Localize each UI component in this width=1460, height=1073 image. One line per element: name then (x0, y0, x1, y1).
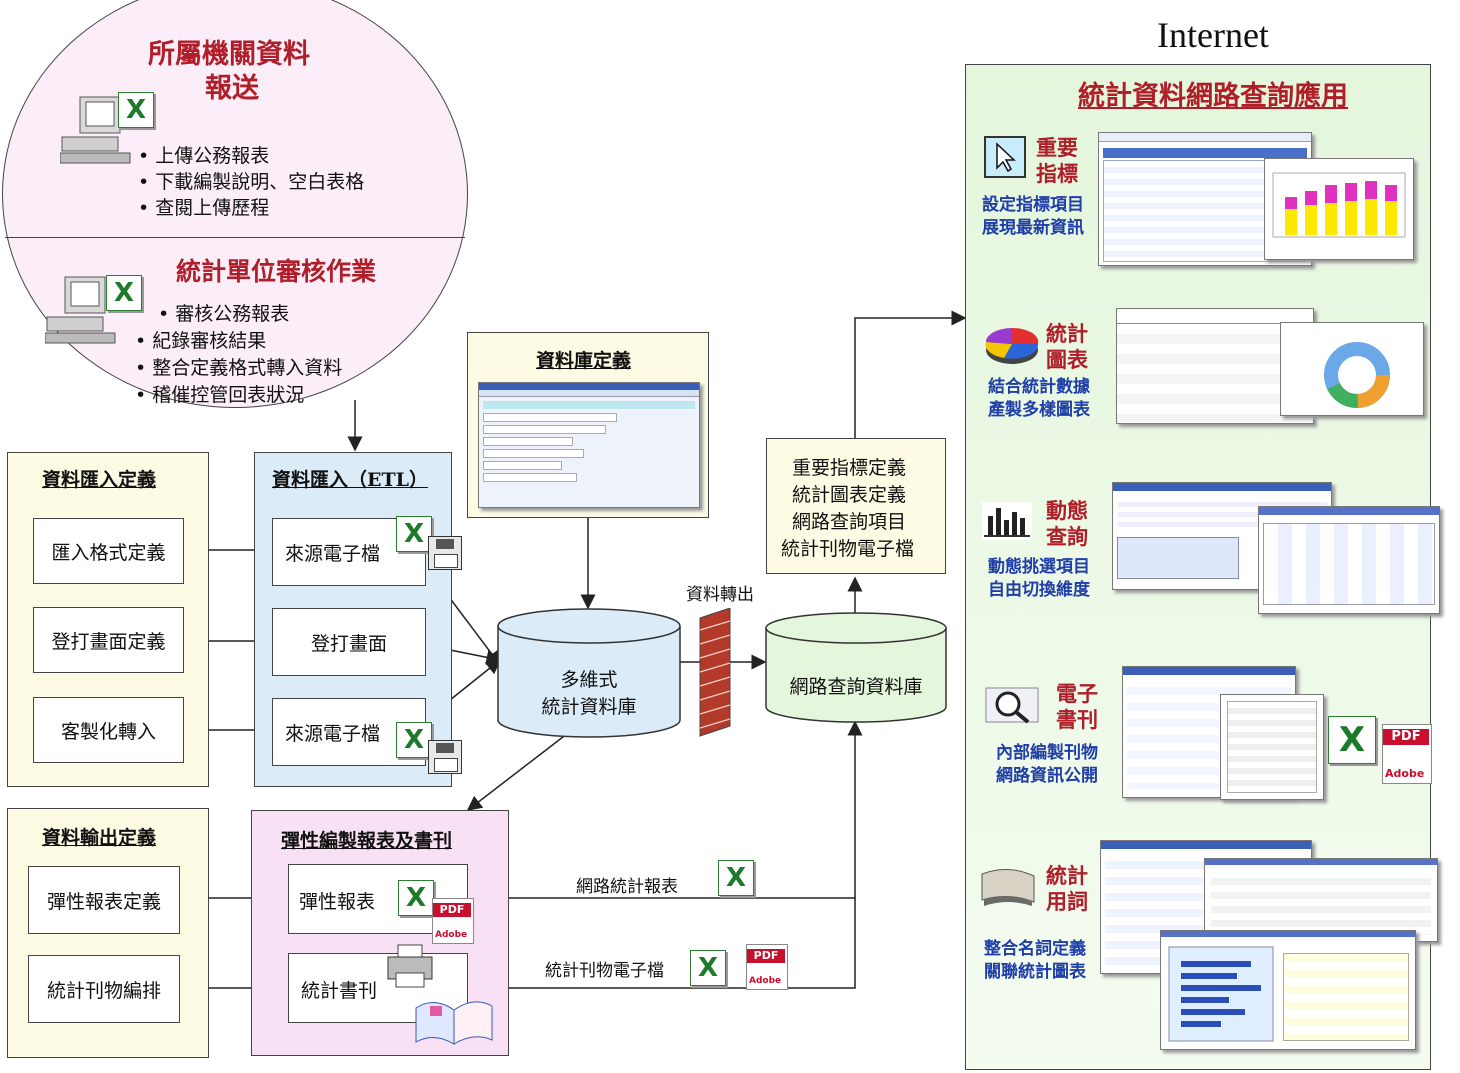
feature-1-title2: 指標 (1036, 161, 1078, 186)
feature-2-title2: 圖表 (1046, 347, 1088, 372)
import-def-title: 資料匯入定義 (42, 469, 157, 491)
feature-5-desc2: 關聯統計圖表 (984, 962, 1086, 982)
submission-item-1: • 上傳公務報表 (138, 145, 270, 167)
feature-5-desc1: 整合名詞定義 (984, 939, 1086, 959)
etl-entry-screen[interactable]: 登打畫面 (272, 608, 426, 676)
feature-2-title1: 統計 (1046, 321, 1088, 346)
submission-title-line1: 所屬機關資料 (148, 39, 310, 70)
feature-4-desc2: 網路資訊公開 (996, 766, 1098, 786)
ebook-label: 統計刊物電子檔 (545, 961, 664, 981)
dynamic-query-screenshot-2 (1258, 506, 1440, 614)
excel-icon: X (118, 92, 154, 128)
multi-db-line2: 統計資料庫 (541, 696, 637, 718)
web-def-line-3: 網路查詢項目 (792, 511, 907, 533)
export-label: 資料轉出 (686, 585, 754, 605)
cursor-icon (984, 136, 1026, 178)
feature-5-title2: 用詞 (1046, 889, 1088, 914)
pie-chart-icon (984, 318, 1040, 368)
stat-publication[interactable]: 統計書刊 (288, 953, 468, 1023)
feature-3-desc1: 動態挑選項目 (988, 557, 1090, 577)
web-query-database (765, 612, 947, 724)
book-icon (414, 988, 494, 1048)
output-def-title: 資料輸出定義 (42, 827, 157, 849)
submission-item-3: • 查閱上傳歷程 (138, 197, 270, 219)
multi-db-line1: 多維式 (560, 669, 618, 691)
review-item-2: • 紀錄審核結果 (135, 330, 267, 352)
review-item-4: • 稽催控管回表狀況 (135, 384, 305, 406)
etl-title: 資料匯入（ETL） (272, 469, 428, 491)
submission-title-line2: 報送 (205, 73, 259, 104)
import-format-def[interactable]: 匯入格式定義 (33, 518, 184, 584)
excel-icon: X (690, 950, 726, 986)
dictionary-icon (980, 862, 1036, 910)
flex-report-def[interactable]: 彈性報表定義 (28, 866, 180, 934)
db-def-title: 資料庫定義 (536, 350, 632, 372)
computer-icon (59, 95, 140, 165)
feature-5-title1: 統計 (1046, 863, 1088, 888)
feature-3-title1: 動態 (1046, 498, 1088, 523)
multi-dim-database (497, 608, 681, 738)
indicator-chart-screenshot (1264, 158, 1414, 260)
custom-import[interactable]: 客製化轉入 (33, 697, 184, 763)
flex-title: 彈性編製報表及書刊 (281, 830, 453, 852)
excel-icon: X (106, 275, 142, 311)
web-def-line-4: 統計刊物電子檔 (781, 538, 915, 560)
web-db-label: 網路查詢資料庫 (789, 676, 923, 698)
excel-icon: X (396, 516, 432, 552)
feature-4-title1: 電子 (1056, 681, 1098, 706)
floppy-icon (428, 536, 462, 570)
web-def-line-2: 統計圖表定義 (792, 484, 907, 506)
entry-screen-def[interactable]: 登打畫面定義 (33, 607, 184, 673)
computer-icon (44, 275, 125, 345)
review-title: 統計單位審核作業 (176, 257, 377, 286)
circle-divider (5, 237, 465, 238)
internet-panel-title: 統計資料網路查詢應用 (1078, 81, 1348, 112)
floppy-icon (428, 740, 462, 774)
feature-4-title2: 書刊 (1056, 707, 1098, 732)
review-item-3: • 整合定義格式轉入資料 (135, 357, 343, 379)
db-def-screenshot (478, 382, 700, 508)
feature-3-desc2: 自由切換維度 (988, 580, 1090, 600)
bar-chart-icon (982, 502, 1032, 540)
publication-layout[interactable]: 統計刊物編排 (28, 955, 180, 1023)
feature-2-desc1: 結合統計數據 (988, 377, 1090, 397)
donut-chart-screenshot (1280, 322, 1424, 416)
epub-table-screenshot (1220, 694, 1324, 800)
submission-item-2: • 下載編製說明、空白表格 (138, 171, 365, 193)
excel-icon: X (396, 722, 432, 758)
feature-4-desc1: 內部編製刊物 (996, 743, 1098, 763)
feature-3-title2: 查詢 (1046, 524, 1088, 549)
feature-2-desc2: 產製多樣圖表 (988, 400, 1090, 420)
feature-1-desc2: 展現最新資訊 (982, 218, 1084, 238)
web-report-label: 網路統計報表 (576, 877, 678, 897)
excel-icon: X (398, 880, 434, 916)
web-def-box (766, 438, 946, 574)
magnifier-icon (982, 682, 1044, 724)
excel-icon: X (718, 860, 754, 896)
indicator-table-screenshot (1098, 132, 1312, 266)
web-def-line-1: 重要指標定義 (792, 457, 907, 479)
feature-1-desc1: 設定指標項目 (982, 195, 1084, 215)
internet-heading: Internet (1157, 15, 1269, 55)
feature-1-title1: 重要 (1036, 135, 1078, 160)
glossary-detail-screenshot (1204, 858, 1438, 942)
review-item-1: • 審核公務報表 (158, 303, 290, 325)
excel-icon: X (1328, 716, 1376, 764)
glossary-chart-screenshot (1160, 930, 1416, 1050)
firewall-icon (694, 607, 736, 738)
etl-source-file-1[interactable]: 來源電子檔 (272, 518, 426, 586)
printer-icon (386, 943, 436, 989)
